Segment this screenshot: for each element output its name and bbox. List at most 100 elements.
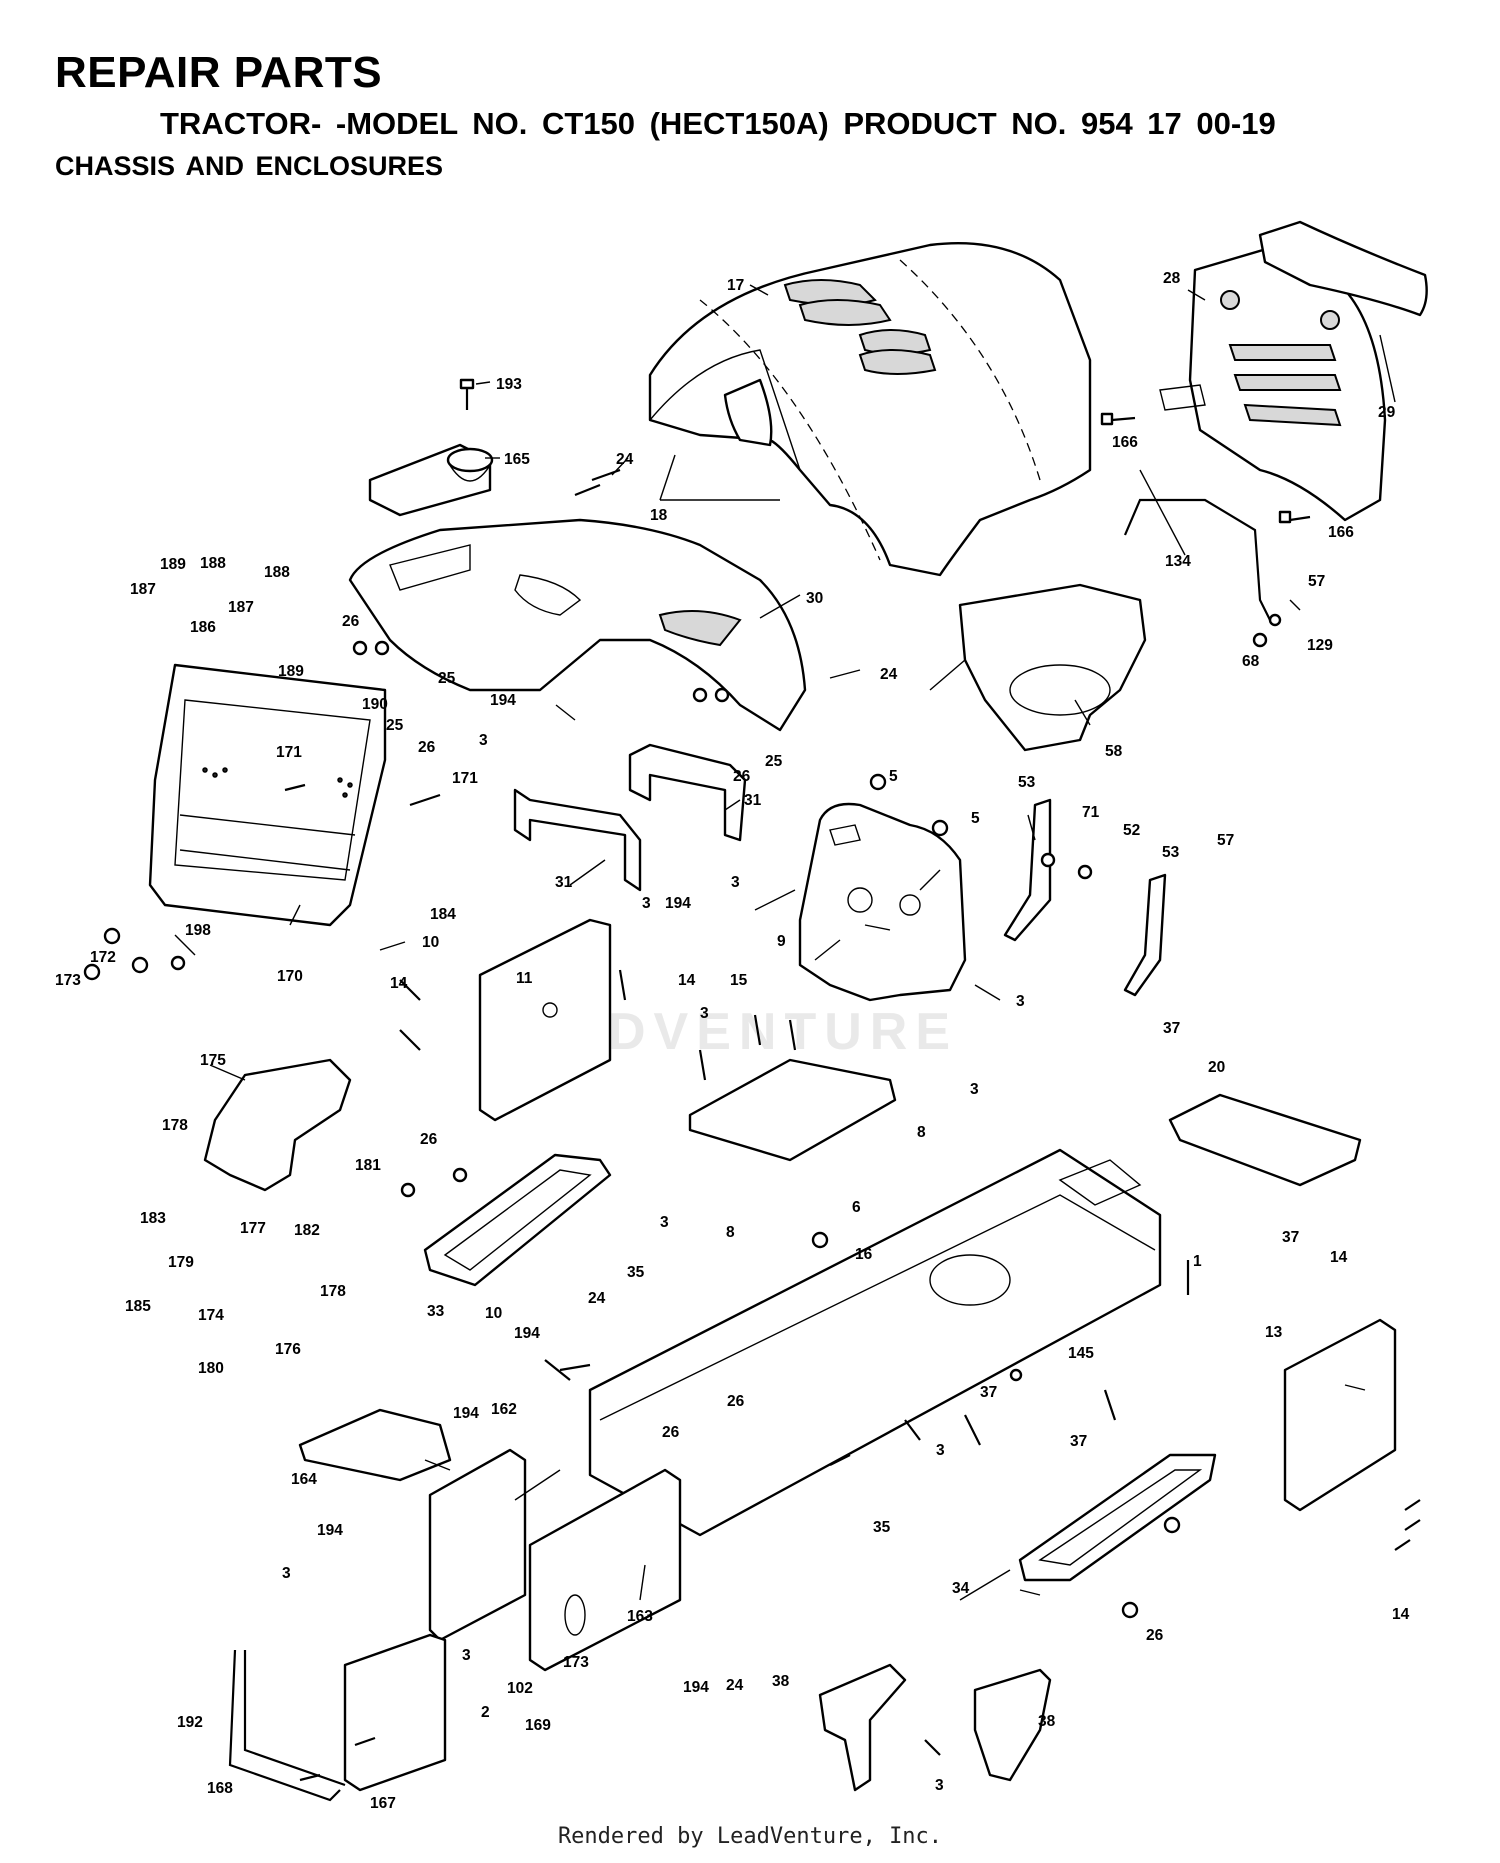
main-frame-part[interactable] (588, 1148, 1162, 1537)
callout-25: 25 (765, 753, 783, 770)
callout-194: 194 (490, 692, 516, 709)
callout-3: 3 (282, 1565, 291, 1582)
callout-3: 3 (700, 1005, 709, 1022)
axle-bracket-part[interactable] (343, 1633, 447, 1792)
callout-8: 8 (917, 1124, 926, 1141)
callout-71: 71 (1082, 804, 1100, 821)
callout-193: 193 (496, 376, 522, 393)
callout-53: 53 (1018, 774, 1036, 791)
callout-1: 1 (1193, 1253, 1202, 1270)
side-panel-left-part[interactable] (478, 918, 612, 1122)
callout-13: 13 (1265, 1324, 1283, 1341)
callout-14: 14 (678, 972, 696, 989)
callout-28: 28 (1163, 270, 1181, 287)
callout-20: 20 (1208, 1059, 1225, 1076)
bracket-38-right-part[interactable] (973, 1668, 1052, 1782)
callout-165: 165 (504, 451, 530, 468)
callout-57: 57 (1308, 573, 1325, 590)
callout-26: 26 (1146, 1627, 1164, 1644)
pivot-plate-right-part[interactable] (1123, 873, 1167, 997)
hood-rod-part[interactable] (1123, 498, 1271, 621)
callout-3: 3 (936, 1442, 945, 1459)
callout-163: 163 (627, 1608, 653, 1625)
callout-68: 68 (1242, 653, 1260, 670)
hood-part[interactable] (648, 241, 1092, 577)
footrest-right-part[interactable] (1018, 1453, 1217, 1582)
callout-164: 164 (291, 1471, 317, 1488)
callout-172: 172 (90, 949, 116, 966)
bracket-38-left-part[interactable] (818, 1663, 907, 1792)
mount-plate-part[interactable] (1168, 1093, 1362, 1187)
front-panel-part[interactable] (148, 663, 387, 927)
callout-26: 26 (420, 1131, 438, 1148)
shroud-part[interactable] (203, 1058, 352, 1192)
section-title: CHASSIS AND ENCLOSURES (55, 151, 444, 181)
side-panel-right-part[interactable] (1283, 1318, 1397, 1512)
frame-plate-part[interactable] (528, 1468, 682, 1672)
heat-shield-part[interactable] (929, 583, 1147, 752)
callout-176: 176 (275, 1341, 301, 1358)
page-title: REPAIR PARTS (55, 48, 383, 97)
front-bumper-rod-part[interactable] (228, 1649, 346, 1802)
cover-plate-part[interactable] (298, 1408, 452, 1482)
callout-25: 25 (386, 717, 404, 734)
callout-182: 182 (294, 1222, 320, 1239)
front-frame-plate-part[interactable] (428, 1448, 527, 1642)
callout-15: 15 (730, 972, 748, 989)
callout-174: 174 (198, 1307, 224, 1324)
model-line: TRACTOR- -MODEL NO. CT150 (HECT150A) PRO… (160, 106, 1276, 141)
callout-5: 5 (889, 768, 898, 785)
bracket-left-part[interactable] (513, 788, 642, 892)
callout-2: 2 (481, 1704, 490, 1721)
fender-part[interactable] (348, 518, 807, 732)
callout-24: 24 (616, 451, 634, 468)
callout-188: 188 (264, 564, 290, 581)
footer-credit: Rendered by LeadVenture, Inc. (557, 1824, 943, 1849)
callout-5: 5 (971, 810, 980, 827)
callout-129: 129 (1307, 637, 1333, 654)
callout-194: 194 (317, 1522, 343, 1539)
callout-25: 25 (438, 670, 456, 687)
callout-173: 173 (55, 972, 81, 989)
callout-14: 14 (390, 975, 408, 992)
callout-194: 194 (514, 1325, 540, 1342)
bracket-right-part[interactable] (628, 743, 747, 842)
callout-173: 173 (563, 1654, 589, 1671)
callout-38: 38 (1038, 1713, 1056, 1730)
callout-3: 3 (660, 1214, 669, 1231)
callout-35: 35 (873, 1519, 891, 1536)
dash-panel-part[interactable] (798, 802, 967, 1002)
callout-3: 3 (642, 895, 651, 912)
callout-189: 189 (278, 663, 304, 680)
callout-9: 9 (777, 933, 786, 950)
callout-177: 177 (240, 1220, 266, 1237)
pivot-plate-left-part[interactable] (1003, 798, 1052, 942)
callout-31: 31 (744, 792, 762, 809)
callout-11: 11 (516, 970, 533, 987)
callout-194: 194 (453, 1405, 479, 1422)
callout-102: 102 (507, 1680, 533, 1697)
floor-plate-part[interactable] (688, 1058, 897, 1162)
callout-26: 26 (662, 1424, 680, 1441)
callout-3: 3 (479, 732, 488, 749)
callout-34: 34 (952, 1580, 970, 1597)
front-bumper-part[interactable] (1258, 220, 1428, 317)
footrest-left-part[interactable] (423, 1153, 612, 1287)
callout-178: 178 (320, 1283, 346, 1300)
callout-8: 8 (726, 1224, 735, 1241)
callout-3: 3 (935, 1777, 944, 1794)
callout-6: 6 (852, 1199, 861, 1216)
callout-198: 198 (185, 922, 211, 939)
callout-168: 168 (207, 1780, 233, 1797)
callout-180: 180 (198, 1360, 224, 1377)
callout-52: 52 (1123, 822, 1140, 839)
callout-3: 3 (970, 1081, 979, 1098)
grille-part[interactable] (1159, 243, 1387, 522)
callout-189: 189 (160, 556, 186, 573)
callout-183: 183 (140, 1210, 166, 1227)
callout-14: 14 (1392, 1606, 1410, 1623)
cup-holder-part[interactable] (368, 443, 494, 517)
callout-171: 171 (276, 744, 302, 761)
callout-29: 29 (1378, 404, 1396, 421)
callout-33: 33 (427, 1303, 445, 1320)
